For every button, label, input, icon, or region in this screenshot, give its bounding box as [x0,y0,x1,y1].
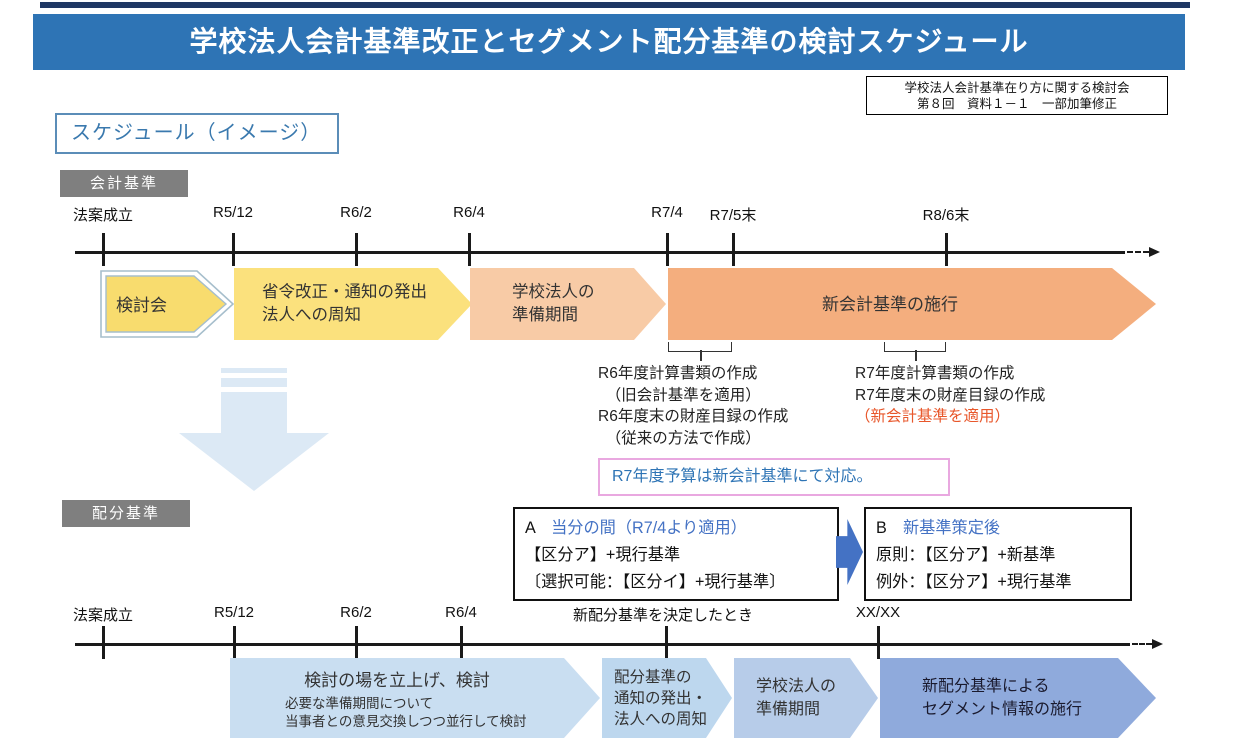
arrow-preparation-period-1: 学校法人の 準備期間 [470,268,666,340]
timeline1-tick-label: R7/5末 [709,207,757,224]
timeline2-tick [665,626,668,659]
timeline1-arrowhead-icon [1149,247,1160,257]
schedule-image-label: スケジュール（イメージ） [55,113,339,154]
arrow-study-launch: 検討の場を立上げ、検討 必要な準備期間について 当事者との意見交換しつつ並行して… [230,658,600,738]
header-bar: 学校法人会計基準改正とセグメント配分基準の検討スケジュール [33,14,1185,70]
arrow-new-standard-enforcement: 新会計基準の施行 [668,268,1156,340]
timeline2-tick-label: 新配分基準を決定したとき [572,607,754,624]
timeline1-tick [232,233,235,266]
timeline2-tick-label: R5/12 [213,604,255,621]
box-a-line2: 【区分ア】+現行基準 [525,546,681,564]
box-b-title: 新基準策定後 [903,519,1001,537]
timeline2-tick-label: 法案成立 [72,607,134,624]
box-b-key: B [876,519,887,537]
timeline1-tick-label: 法案成立 [72,207,134,224]
timeline1-tick [945,233,948,266]
brace-r6-icon [668,342,732,361]
timeline1-tick [102,233,105,266]
down-arrow-body-icon [221,392,287,434]
box-b-new-rule: B 新基準策定後 原則：【区分ア】+新基準 例外：【区分ア】+現行基準 [864,507,1132,601]
arrow-preparation-period-1-label: 学校法人の 準備期間 [512,283,595,324]
timeline2-tick-label: XX/XX [855,604,901,621]
arrow-allocation-notice-label: 配分基準の 通知の発出・ 法人への周知 [614,668,708,728]
box-a-title: 当分の間（R7/4より適用） [551,519,747,537]
arrow-preparation-period-2-label: 学校法人の 準備期間 [756,678,837,718]
arrow-study-launch-subtext: 必要な準備期間について 当事者との意見交換しつつ並行して検討 [285,696,527,729]
note-r7-line3-highlight: （新会計基準を適用） [855,408,1011,425]
arrow-allocation-notice: 配分基準の 通知の発出・ 法人への周知 [602,658,732,738]
source-line-1: 学校法人会計基準在り方に関する検討会 [904,80,1130,95]
timeline1-axis [75,251,1125,254]
arrow-ministerial-revision: 省令改正・通知の発出 法人への周知 [234,268,472,340]
box-a-interim-rule: A 当分の間（R7/4より適用） 【区分ア】+現行基準 〔選択可能：【区分イ】+… [513,507,839,601]
note-r7-line2: R7年度末の財産目録の作成 [855,386,1046,404]
page-title: 学校法人会計基準改正とセグメント配分基準の検討スケジュール [189,26,1029,57]
timeline1-tick-label: R7/4 [651,204,683,221]
timeline2-tick [102,626,105,659]
box-b-line2: 原則：【区分ア】+新基準 [876,546,1056,564]
note-r6-documents: R6年度計算書類の作成 （旧会計基準を適用） R6年度末の財産目録の作成 （従来… [598,365,789,447]
timeline1-tick [468,233,471,266]
timeline2-tick [355,626,358,659]
timeline1-axis-dashed [1127,251,1149,253]
down-arrow-head-icon [179,433,329,491]
timeline2-tick [460,626,463,659]
arrow-kentoukai-label: 検討会 [116,296,167,315]
timeline2-axis-dashed [1132,643,1152,645]
timeline2-axis [75,643,1130,646]
arrow-segment-enforcement-label: 新配分基準による セグメント情報の施行 [922,678,1083,718]
timeline2-tick [233,626,236,659]
arrow-kentoukai [100,270,235,338]
section-label-accounting: 会計基準 [60,170,188,197]
section-label-allocation: 配分基準 [62,500,190,527]
a-to-b-arrow-icon [836,519,863,585]
arrow-study-launch-title: 検討の場を立上げ、検討 [304,671,490,690]
note-r7-line1: R7年度計算書類の作成 [855,365,1015,382]
note-r7-documents: R7年度計算書類の作成 R7年度末の財産目録の作成 （新会計基準を適用） [855,363,1045,428]
down-arrow-stripe-icon [221,378,287,387]
down-arrow-stripe-icon [221,368,287,373]
box-a-key: A [525,519,535,537]
timeline1-tick-label: R8/6末 [922,207,970,224]
budget-note-box: R7年度予算は新会計基準にて対応。 [598,458,950,496]
box-b-line3: 例外：【区分ア】+現行基準 [876,573,1072,591]
brace-r7-icon [884,342,946,361]
timeline1-tick [732,233,735,266]
timeline2-arrowhead-icon [1152,639,1163,649]
timeline1-tick-label: R5/12 [212,204,254,221]
top-accent-strip [40,2,1190,8]
timeline1-tick-label: R6/4 [453,204,485,221]
source-reference-box: 学校法人会計基準在り方に関する検討会 第８回 資料１－１ 一部加筆修正 [866,76,1168,115]
arrow-new-standard-enforcement-label: 新会計基準の施行 [822,294,958,314]
arrow-segment-enforcement: 新配分基準による セグメント情報の施行 [880,658,1156,738]
source-line-2: 第８回 資料１－１ 一部加筆修正 [916,96,1117,111]
arrow-preparation-period-2: 学校法人の 準備期間 [734,658,878,738]
timeline2-tick-label: R6/2 [340,604,372,621]
timeline2-tick [877,626,880,659]
arrow-ministerial-revision-label: 省令改正・通知の発出 法人への周知 [262,283,427,324]
timeline1-tick-label: R6/2 [340,204,372,221]
timeline2-tick-label: R6/4 [445,604,477,621]
timeline1-tick [666,233,669,266]
box-a-line3: 〔選択可能：【区分イ】+現行基準〕 [525,573,786,591]
timeline1-tick [355,233,358,266]
